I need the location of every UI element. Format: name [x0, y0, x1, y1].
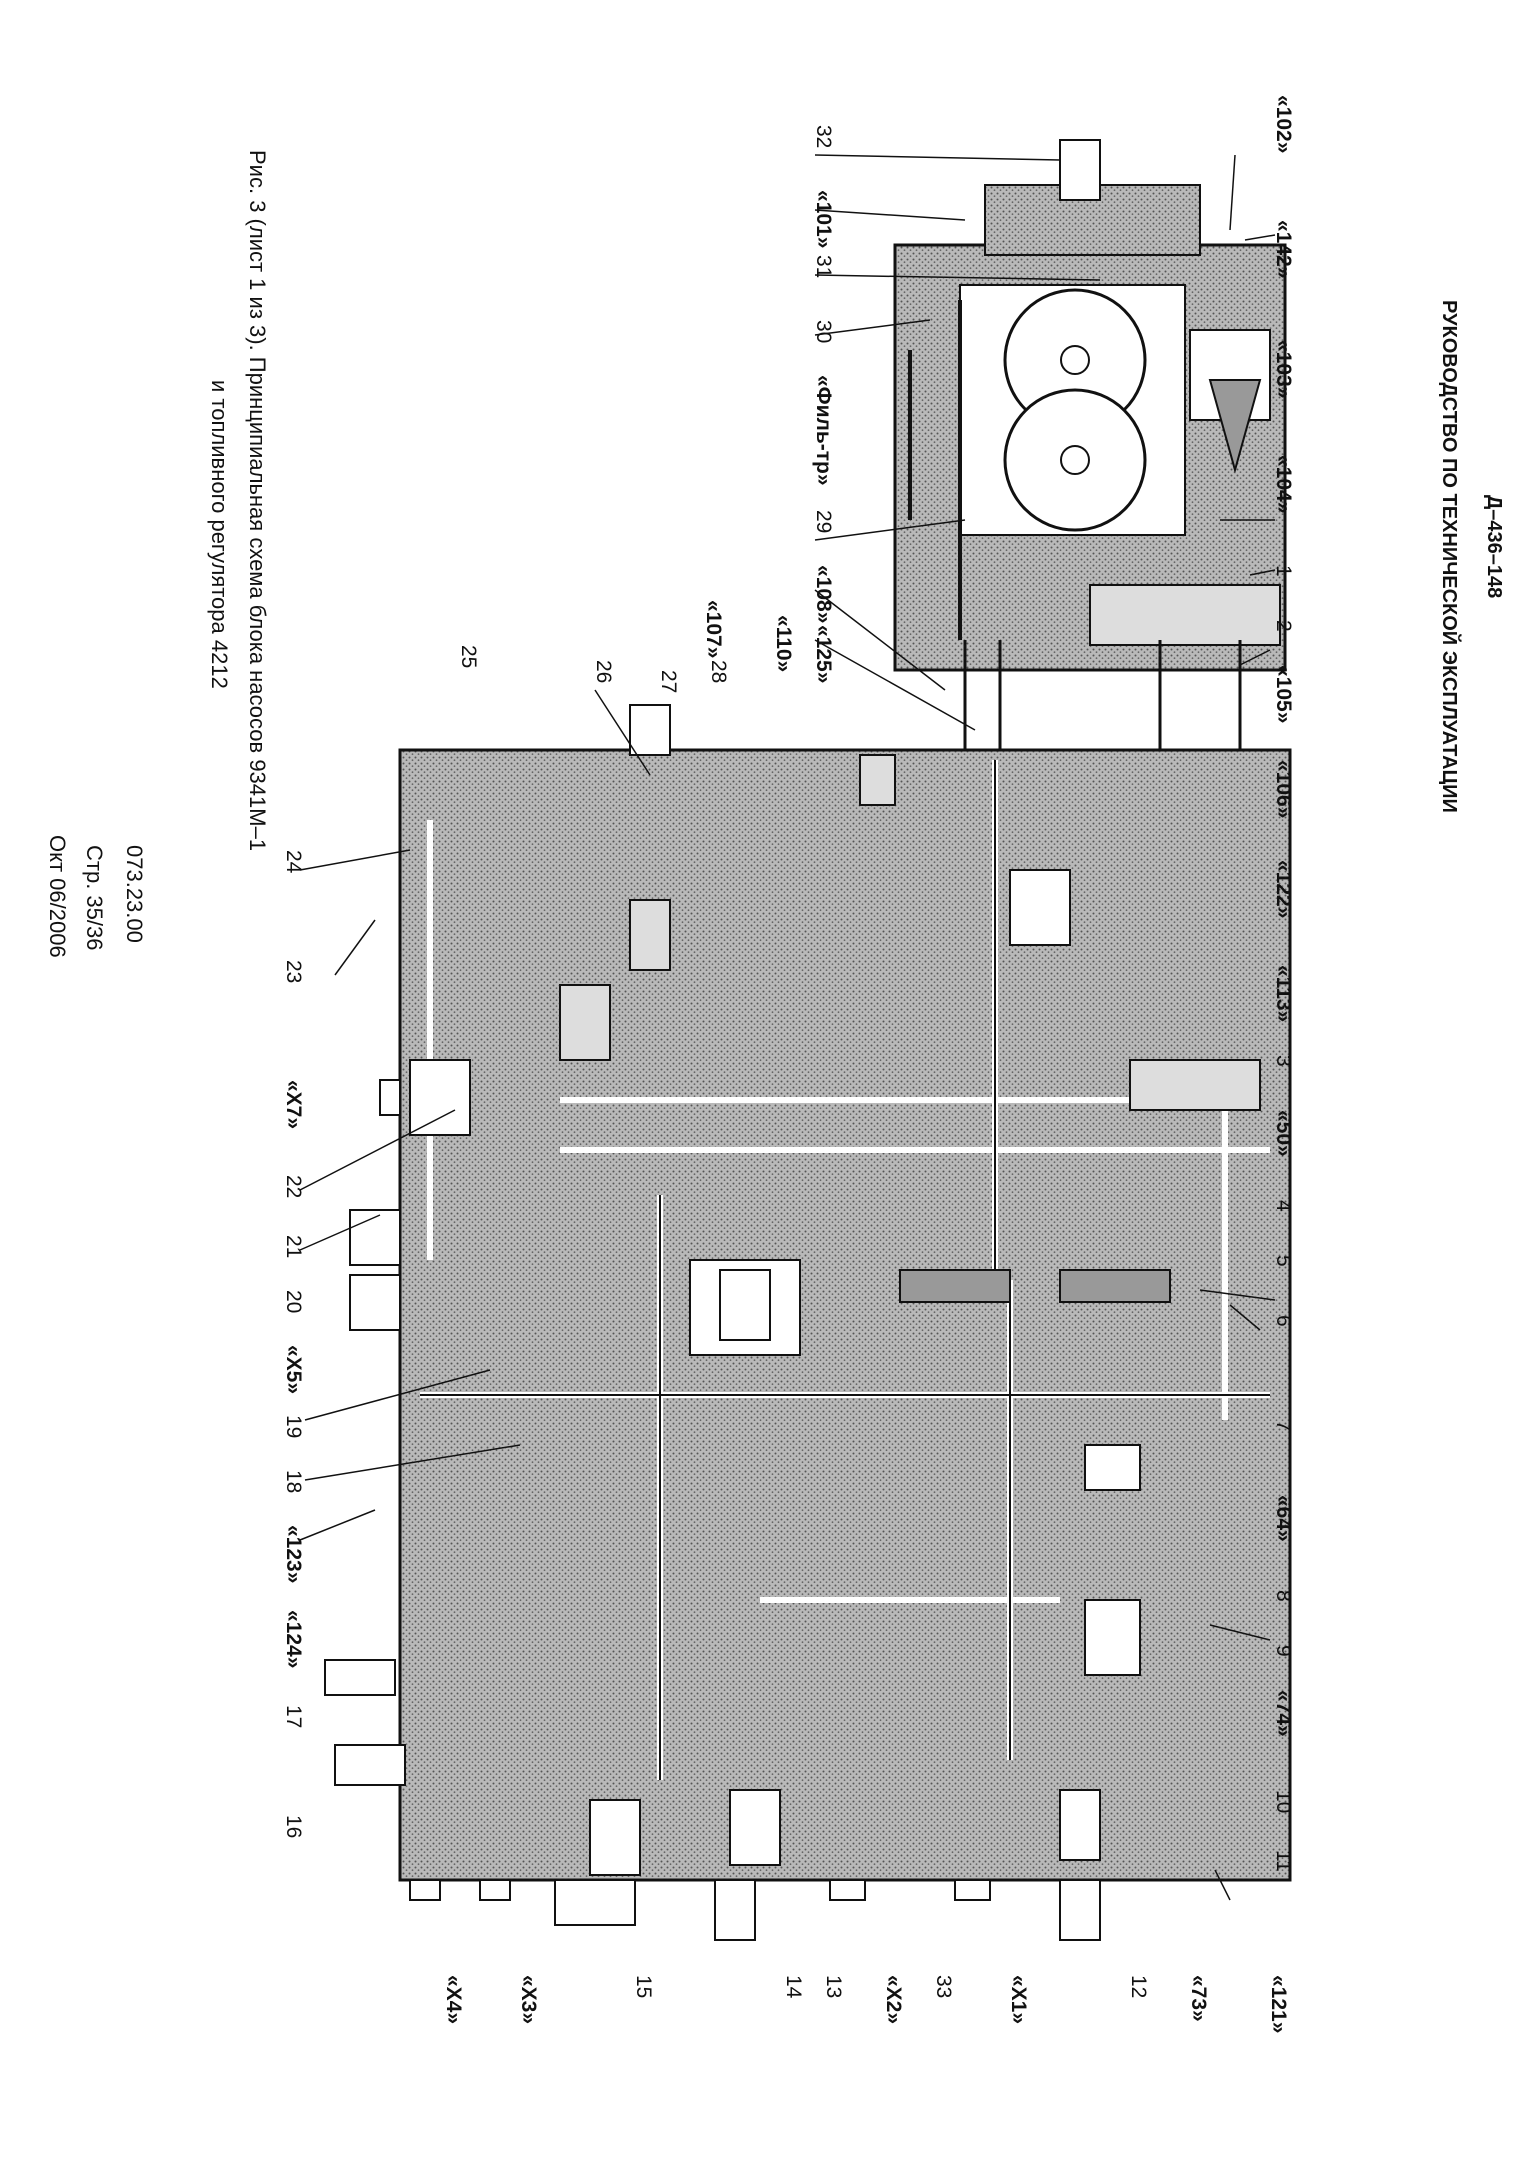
- label-124: «124»: [282, 1610, 305, 1669]
- label-15: 15: [632, 1975, 655, 1999]
- label-13: 13: [822, 1975, 845, 1999]
- label-x1: «Х1»: [1007, 1975, 1030, 2025]
- label-x4: «Х4»: [442, 1975, 465, 2025]
- manual-title: РУКОВОДСТВО ПО ТЕХНИЧЕСКОЙ ЭКСПЛУАТАЦИИ: [1438, 300, 1460, 813]
- label-103: «103»: [1272, 340, 1295, 399]
- label-11: 11: [1272, 1850, 1295, 1872]
- label-33: 33: [932, 1975, 955, 1999]
- label-64: «64»: [1272, 1495, 1295, 1542]
- label-105: «105»: [1272, 665, 1295, 724]
- label-121: «121»: [1267, 1975, 1290, 2034]
- label-3: 3: [1272, 1055, 1295, 1067]
- label-5: 5: [1272, 1255, 1295, 1267]
- doc-code: Д–436–148: [1483, 495, 1505, 599]
- label-113: «113»: [1272, 965, 1295, 1023]
- label-2: 2: [1272, 620, 1295, 632]
- label-110: «110»: [772, 615, 795, 673]
- label-73: «73»: [1187, 1975, 1210, 2022]
- label-25: 25: [457, 645, 480, 669]
- label-123: «123»: [282, 1525, 305, 1584]
- label-31: 31: [812, 255, 835, 279]
- label-32: 32: [812, 125, 835, 149]
- connecting-lines: [963, 640, 1242, 760]
- label-filter: «Филь-тр»: [812, 375, 835, 486]
- figure-caption-line1: Рис. 3 (лист 1 из 3). Принципиальная схе…: [245, 150, 270, 852]
- label-x3: «Х3»: [517, 1975, 540, 2025]
- label-30: 30: [812, 320, 835, 344]
- label-106: «106»: [1272, 760, 1295, 819]
- label-26: 26: [592, 660, 615, 684]
- label-24: 24: [282, 850, 305, 874]
- label-21: 21: [282, 1235, 305, 1259]
- footer-page: Стр. 35/36: [82, 845, 107, 951]
- label-74: «74»: [1272, 1690, 1295, 1737]
- footer-ref: 073.23.00: [122, 845, 147, 943]
- label-8: 8: [1272, 1590, 1295, 1602]
- label-22: 22: [282, 1175, 305, 1199]
- label-107: «107»: [702, 600, 725, 659]
- label-20: 20: [282, 1290, 305, 1314]
- label-17: 17: [282, 1705, 305, 1729]
- label-19: 19: [282, 1415, 305, 1439]
- label-27: 27: [657, 670, 680, 694]
- regulator-block: [398, 748, 1292, 1882]
- leader-lines: [299, 154, 1276, 1901]
- label-101: «101»: [812, 190, 835, 249]
- label-23: 23: [282, 960, 305, 984]
- label-125: «125»: [812, 625, 835, 684]
- label-x2: «Х2»: [882, 1975, 905, 2025]
- figure-caption-line2: и топливного регулятора 4212: [207, 380, 232, 689]
- label-104: «104»: [1272, 455, 1295, 514]
- label-29: 29: [812, 510, 835, 534]
- label-10: 10: [1272, 1790, 1295, 1814]
- label-28: 28: [707, 660, 730, 684]
- label-102: «102»: [1272, 95, 1295, 154]
- pump-block: [893, 139, 1287, 672]
- label-122: «122»: [1272, 860, 1295, 919]
- label-6: 6: [1272, 1315, 1295, 1327]
- label-x7: «Х7»: [282, 1080, 305, 1130]
- label-4: 4: [1272, 1200, 1295, 1212]
- label-9: 9: [1272, 1645, 1295, 1657]
- external-fittings: [324, 704, 1101, 1941]
- label-1: 1: [1272, 565, 1295, 577]
- label-16: 16: [282, 1815, 305, 1839]
- label-108: «108»: [812, 565, 835, 624]
- label-12: 12: [1127, 1975, 1150, 1999]
- label-7: 7: [1272, 1420, 1295, 1432]
- label-14: 14: [782, 1975, 805, 1999]
- label-50: «50»: [1272, 1110, 1295, 1157]
- label-x5: «Х5»: [282, 1345, 305, 1395]
- label-142: «142»: [1272, 220, 1295, 279]
- footer-date: Окт 06/2006: [45, 835, 70, 958]
- label-18: 18: [282, 1470, 305, 1494]
